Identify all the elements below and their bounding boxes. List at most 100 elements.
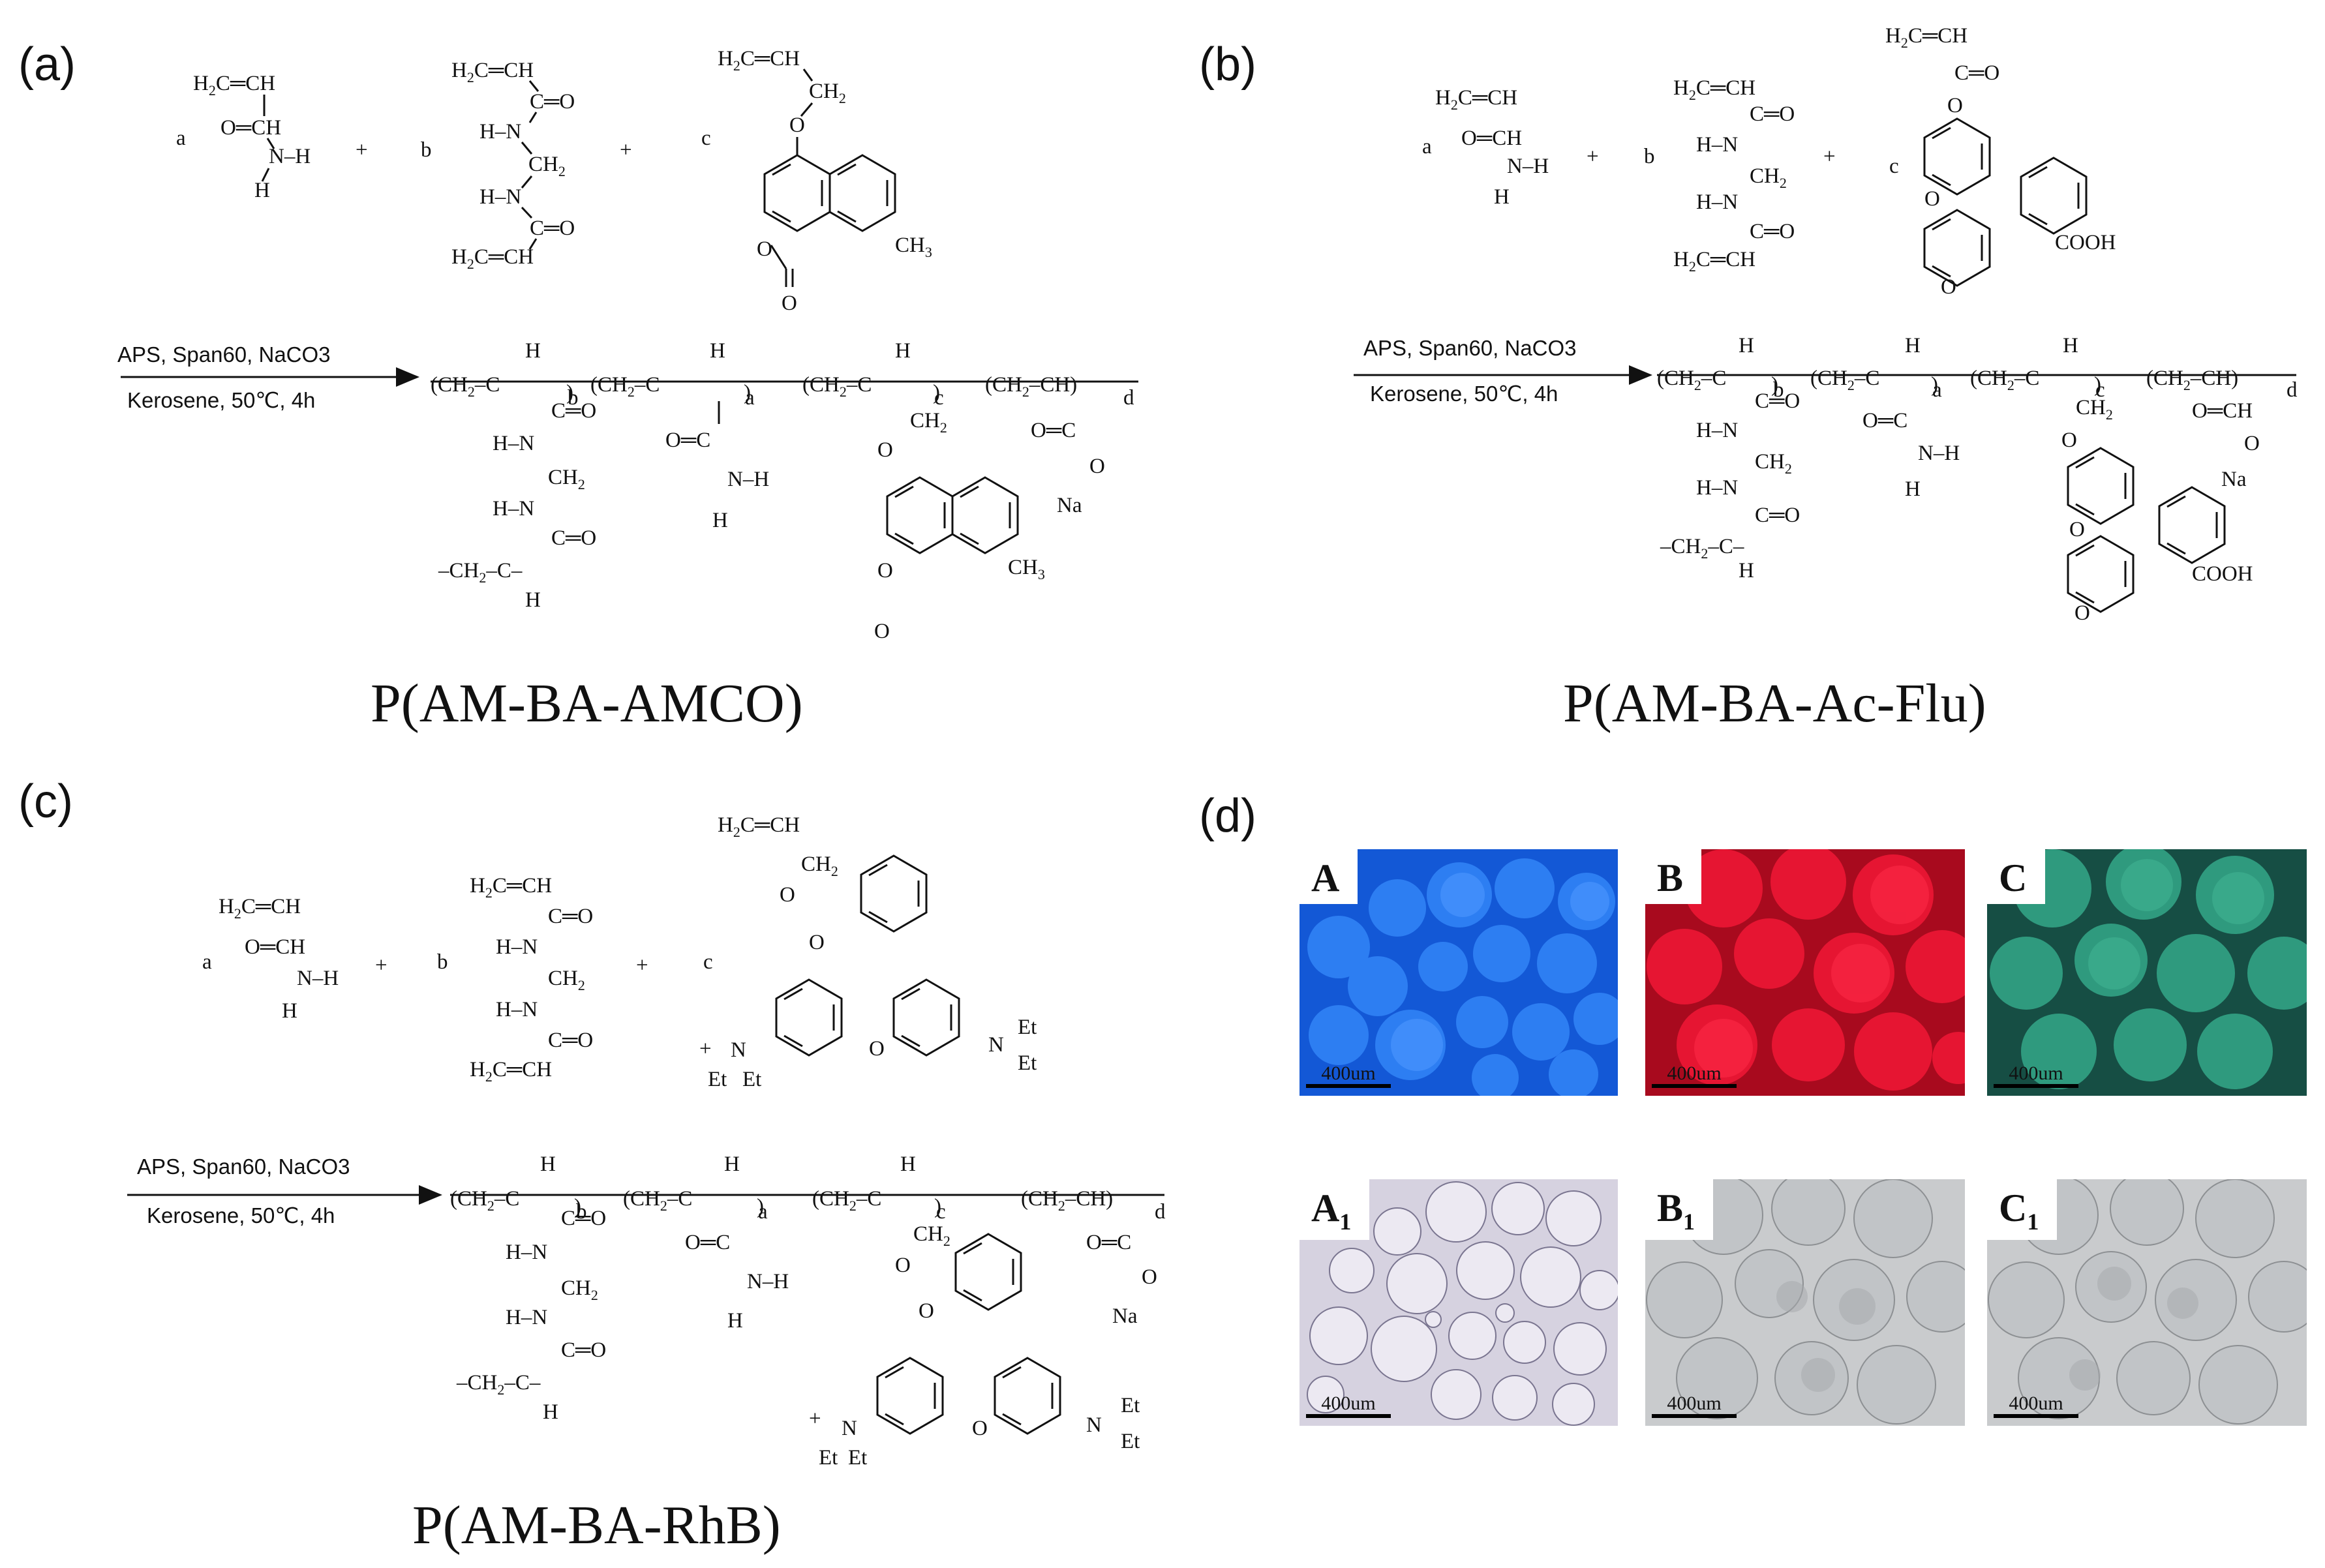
svg-text:CH2: CH2 [528,153,566,179]
svg-text:O: O [919,1299,934,1323]
svg-text:Et: Et [742,1068,761,1091]
svg-text:O: O [789,113,805,137]
svg-text:O: O [895,1254,911,1277]
scheme-b: a H2C═CH O═CH N–H H + b H2C═CH C═O H–N C… [1354,24,2298,625]
svg-text:(CH2–CH): (CH2–CH) [2146,367,2238,393]
svg-text:(CH2–C: (CH2–C [812,1187,881,1214]
svg-text:N–H: N–H [269,145,311,168]
panel-label-d: (d) [1199,790,1256,842]
svg-text:H: H [724,1153,740,1176]
svg-text:C═O: C═O [1750,102,1795,126]
svg-text:H: H [1905,334,1921,357]
svg-text:+: + [809,1407,821,1430]
micrograph-letter-b1: B1 [1645,1179,1714,1240]
svg-text:H–N: H–N [1696,476,1738,500]
conditions-solvent-c: Kerosene, 50℃, 4h [147,1203,335,1228]
svg-text:H: H [900,1153,916,1176]
svg-text:O: O [877,438,893,462]
svg-text:H–N: H–N [496,935,538,959]
svg-text:b: b [437,950,448,974]
product-name-c: P(AM-BA-RhB) [412,1495,781,1556]
svg-text:Na: Na [2221,468,2247,491]
svg-text:CH3: CH3 [1008,556,1045,582]
svg-text:N: N [1086,1413,1102,1437]
svg-text:C═O: C═O [551,399,596,423]
svg-text:(CH2–C: (CH2–C [623,1187,692,1214]
conditions-solvent-b: Kerosene, 50℃, 4h [1370,382,1558,406]
micrograph-brightfield-a1: A1 400um [1299,1179,1618,1426]
svg-text:O: O [1941,275,1956,299]
svg-text:H2C═CH: H2C═CH [193,72,275,98]
svg-text:COOH: COOH [2055,231,2116,254]
svg-text:b: b [1644,145,1655,168]
svg-text:H–N: H–N [493,497,534,520]
svg-text:O: O [782,292,797,315]
svg-text:O: O [874,620,890,643]
product-name-b: P(AM-BA-Ac-Flu) [1563,673,1986,734]
svg-text:d: d [2287,378,2298,402]
svg-text:c: c [936,1200,946,1224]
droplets-b1 [1646,1179,1965,1425]
svg-text:O: O [2074,601,2090,625]
svg-text:(CH2–C: (CH2–C [802,373,872,400]
svg-text:O═CH: O═CH [245,935,305,959]
droplets-a1 [1307,1181,1618,1426]
svg-text:N: N [988,1033,1004,1057]
svg-text:+: + [620,138,632,162]
svg-text:O: O [757,237,772,261]
svg-text:C═O: C═O [548,1029,593,1052]
svg-text:b: b [421,138,432,162]
droplets-c1 [1988,1179,2307,1425]
svg-text:a: a [745,386,755,410]
svg-text:c: c [2095,378,2105,402]
droplets-b [1647,849,1965,1091]
svg-text:O: O [1142,1265,1157,1289]
svg-text:CH2: CH2 [548,466,585,492]
micrograph-letter-c1: C1 [1987,1179,2058,1240]
svg-text:H: H [710,339,725,363]
svg-text:+: + [1587,145,1599,168]
reactant-mba-a: b H2C═CH C═O H–N CH2 H–N C═O H2C═CH + [421,59,632,272]
svg-text:H: H [712,509,728,532]
svg-text:(CH2–C: (CH2–C [1657,367,1726,393]
svg-text:(CH2–C: (CH2–C [1970,367,2039,393]
svg-text:b: b [1773,378,1784,402]
svg-text:d: d [1155,1200,1166,1224]
svg-text:C═O: C═O [561,1207,606,1230]
svg-text:H2C═CH: H2C═CH [718,47,800,74]
svg-text:H2C═CH: H2C═CH [451,245,534,272]
svg-text:O═C: O═C [1086,1231,1131,1254]
svg-text:Et: Et [819,1446,838,1470]
svg-text:CH2: CH2 [913,1222,950,1249]
svg-text:CH2: CH2 [1750,164,1787,191]
svg-text:(CH2–C: (CH2–C [1810,367,1879,393]
svg-text:N: N [842,1417,857,1440]
svg-text:C═O: C═O [1755,389,1800,413]
svg-text:CH2: CH2 [1755,450,1792,477]
svg-text:H–N: H–N [1696,133,1738,157]
svg-text:Et: Et [1018,1051,1037,1075]
svg-text:O: O [2061,429,2077,452]
svg-text:H: H [1739,334,1754,357]
svg-text:O═CH: O═CH [220,116,281,140]
svg-text:CH2: CH2 [910,409,947,436]
panel-label-c: (c) [18,776,73,828]
scale-bar-a1: 400um [1306,1394,1391,1418]
svg-text:(CH2–CH): (CH2–CH) [1021,1187,1113,1214]
svg-text:c: c [1889,155,1899,178]
svg-text:C═O: C═O [530,217,575,240]
droplets-c [1990,849,2307,1089]
svg-text:H2C═CH: H2C═CH [1885,24,1968,51]
micrograph-fluorescent-a: A 400um [1299,849,1618,1096]
svg-text:Et: Et [708,1068,727,1091]
svg-text:O═CH: O═CH [2192,399,2253,423]
svg-text:H: H [543,1400,558,1424]
svg-text:CH2: CH2 [561,1276,598,1303]
svg-text:+: + [699,1037,712,1061]
svg-text:H2C═CH: H2C═CH [1673,248,1755,275]
svg-text:(CH2–C: (CH2–C [590,373,660,400]
svg-text:N–H: N–H [1507,155,1549,178]
svg-text:): ) [574,1195,581,1218]
svg-text:O: O [1947,94,1963,117]
panel-label-b: (b) [1199,38,1256,91]
